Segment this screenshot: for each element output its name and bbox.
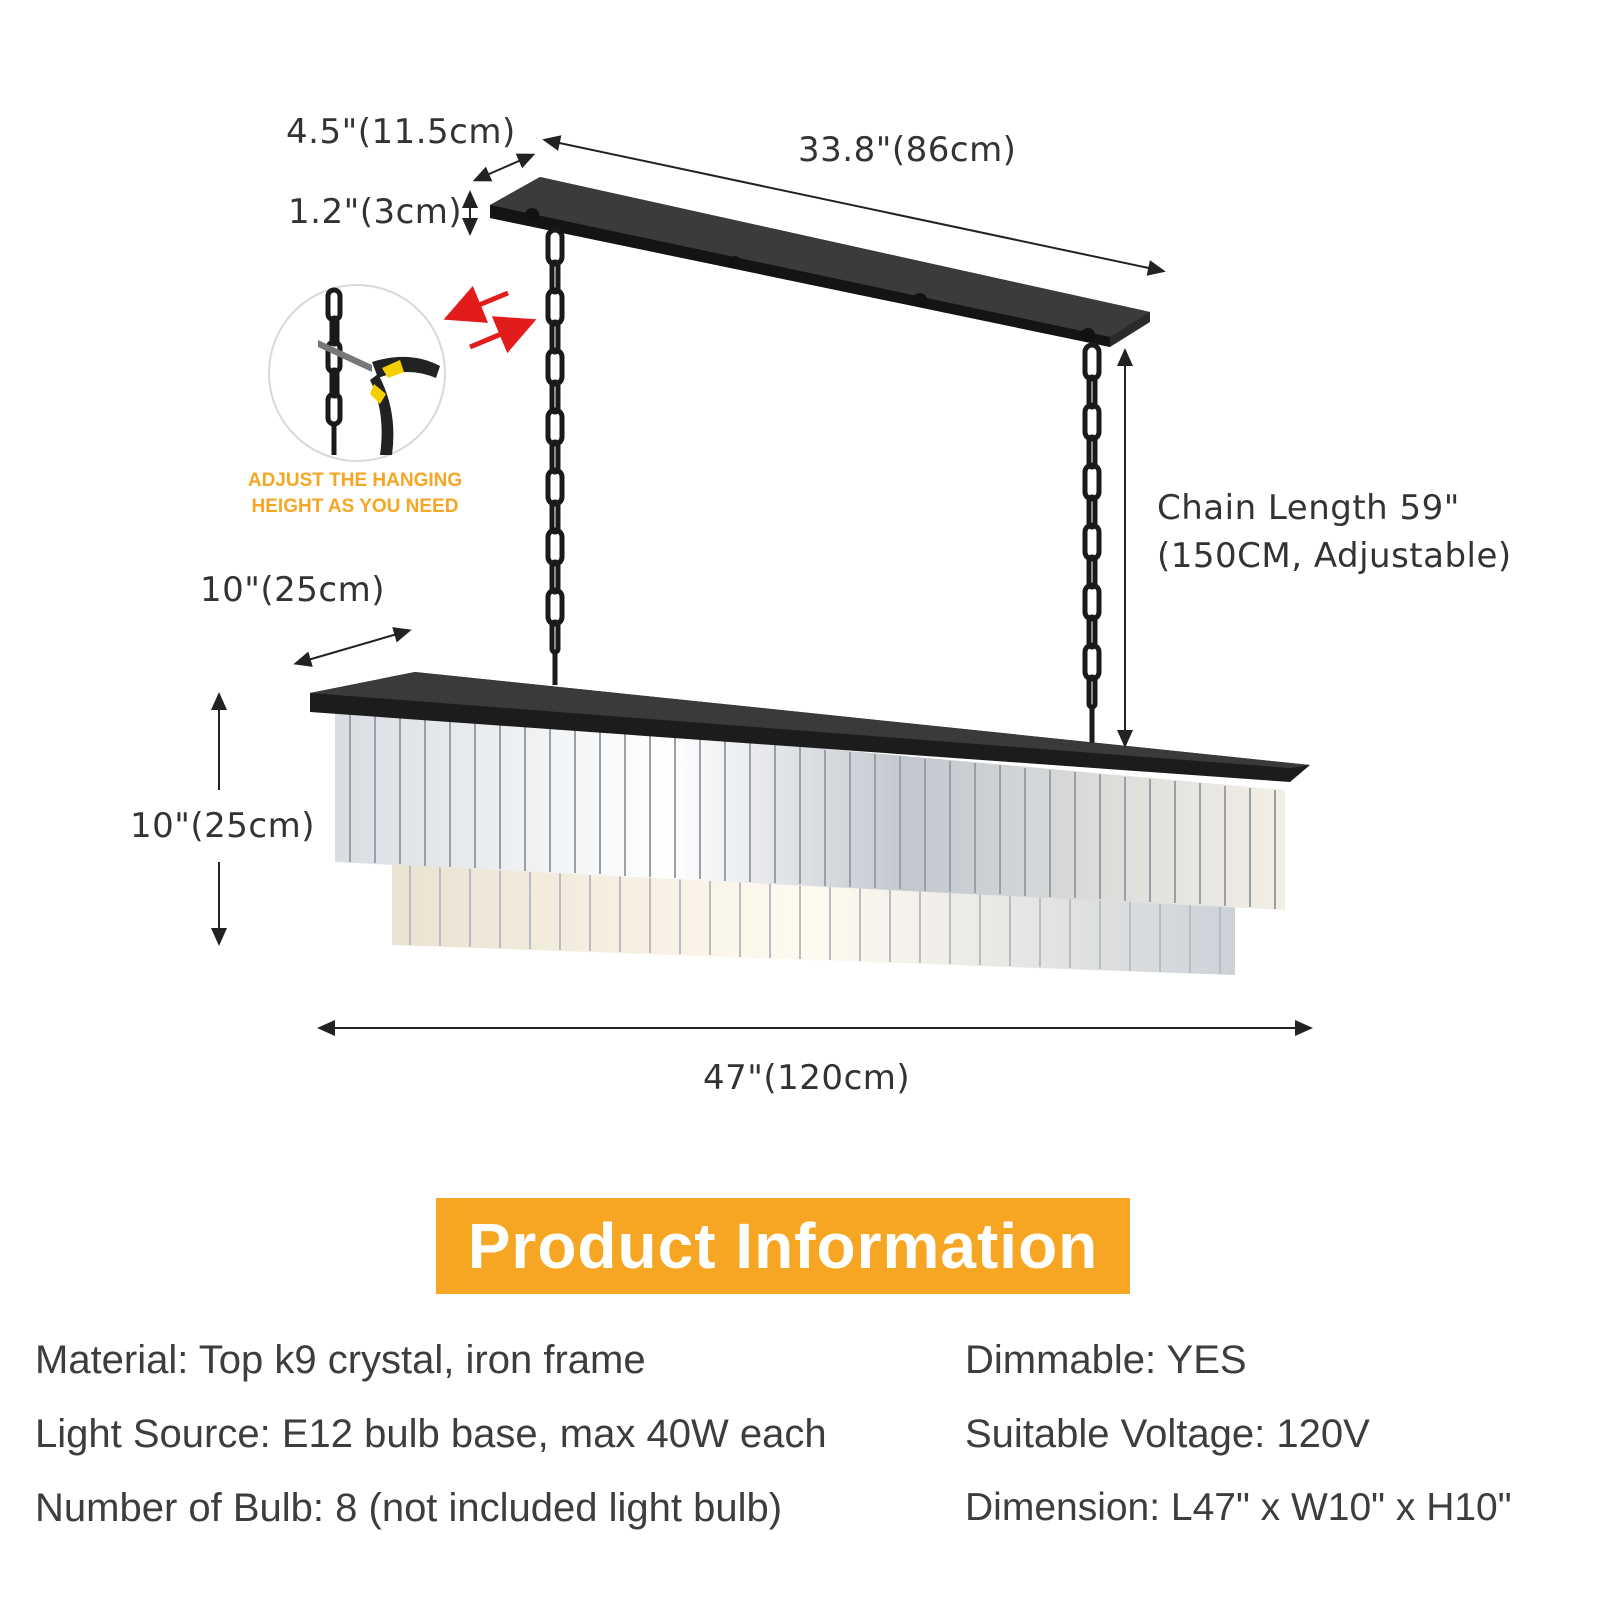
spec-dimension: Dimension: L47" x W10" x H10" [965,1486,1512,1529]
body-height-label: 10"(25cm) [130,806,316,846]
spec-light-source: Light Source: E12 bulb base, max 40W eac… [35,1412,827,1456]
canopy-depth-label: 4.5"(11.5cm) [286,112,516,152]
pliers-chain-icon [268,284,446,462]
product-information-banner: Product Information [436,1198,1130,1294]
canopy-length-label: 33.8"(86cm) [798,130,1017,170]
right-chain [1082,342,1102,745]
ceiling-canopy [490,177,1150,347]
spec-voltage: Suitable Voltage: 120V [965,1412,1370,1456]
body-length-label: 47"(120cm) [703,1058,911,1098]
canopy-height-label: 1.2"(3cm) [288,192,463,232]
spec-material: Material: Top k9 crystal, iron frame [35,1338,646,1382]
body-width-label: 10"(25cm) [200,570,386,610]
dimension-lines [211,135,1313,1036]
callout-line-1: ADJUST THE HANGING [247,470,463,491]
chandelier-frame [310,672,1310,782]
left-chain [545,227,565,685]
banner-title: Product Information [467,1210,1099,1282]
spec-dimmable: Dimmable: YES [965,1338,1247,1382]
chain-length-label-line2: (150CM, Adjustable) [1157,536,1512,576]
callout-line-2: HEIGHT AS YOU NEED [251,496,459,517]
adjust-height-callout: ADJUST THE HANGING HEIGHT AS YOU NEED [200,468,510,520]
chain-length-label-line1: Chain Length 59" [1157,488,1460,528]
canopy-length-line [542,135,1166,276]
adjust-arrows-icon [443,285,537,354]
spec-bulbs: Number of Bulb: 8 (not included light bu… [35,1486,783,1530]
crystal-upper-tier [335,705,1285,910]
canopy-depth-line [472,153,536,182]
chandelier-diagram [211,135,1313,1036]
body-width-line [293,627,412,667]
